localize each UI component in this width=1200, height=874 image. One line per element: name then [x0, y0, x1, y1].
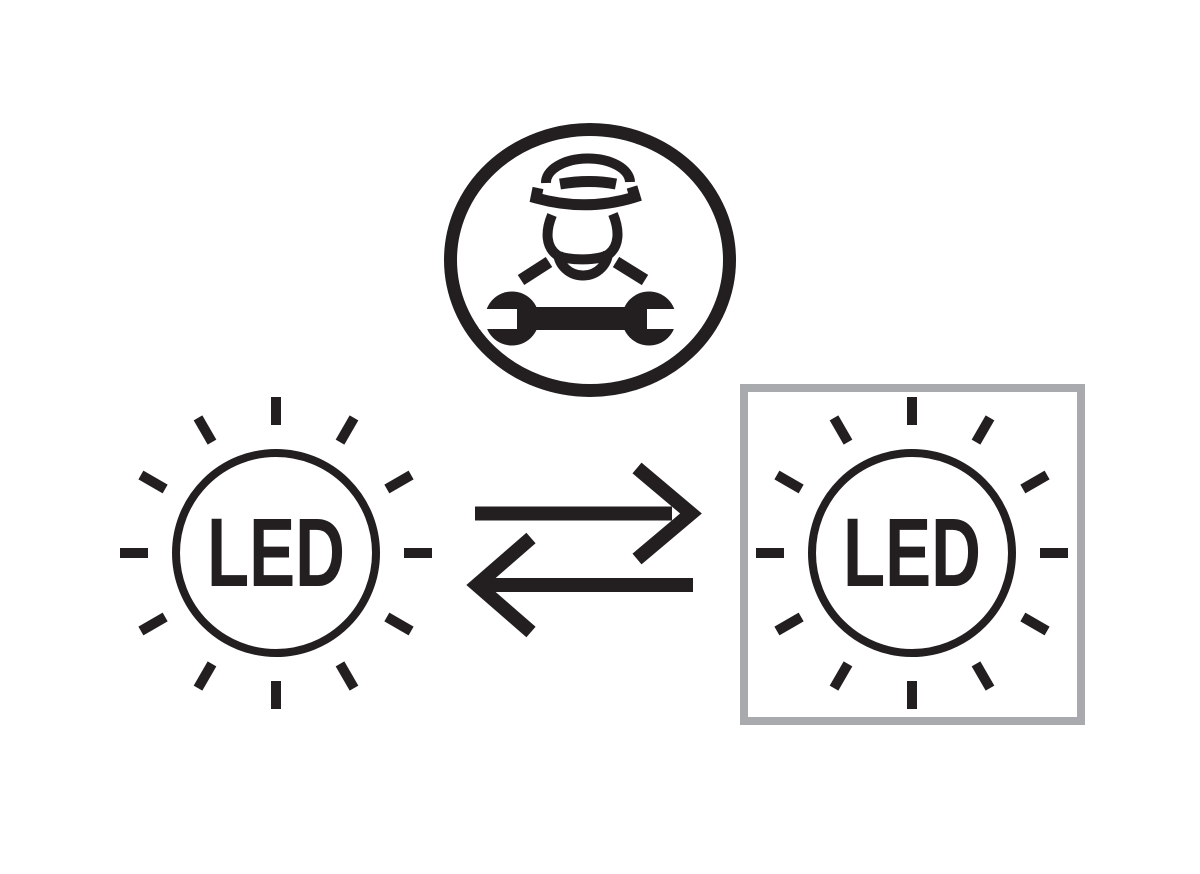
led-lamp-left: LED [120, 397, 432, 709]
cap-crown [541, 153, 635, 184]
exchange-arrows-icon [466, 462, 702, 638]
arrow-left-head [466, 532, 536, 638]
right-shoulder [612, 256, 649, 286]
led-label-right: LED [843, 498, 981, 607]
wrench-icon [479, 291, 685, 346]
arrow-right [475, 462, 702, 565]
left-shoulder [517, 256, 553, 286]
led-lamp-right-framed: LED [740, 384, 1085, 725]
wrench-left-jaw-gap [479, 309, 517, 329]
wrench-right-jaw-gap [647, 309, 685, 329]
led-label-left: LED [207, 498, 345, 607]
cap-band [559, 176, 618, 190]
collar-arc [553, 250, 614, 281]
wrench-bar [515, 307, 649, 330]
gray-frame [740, 384, 1085, 725]
cap-brim [529, 185, 642, 211]
technician-service-icon [444, 123, 736, 397]
arrow-right-head [632, 462, 702, 565]
badge-circle [444, 123, 736, 397]
led-lamp-right: LED [756, 397, 1068, 709]
face-outline [542, 212, 623, 265]
arrow-left [466, 532, 693, 638]
